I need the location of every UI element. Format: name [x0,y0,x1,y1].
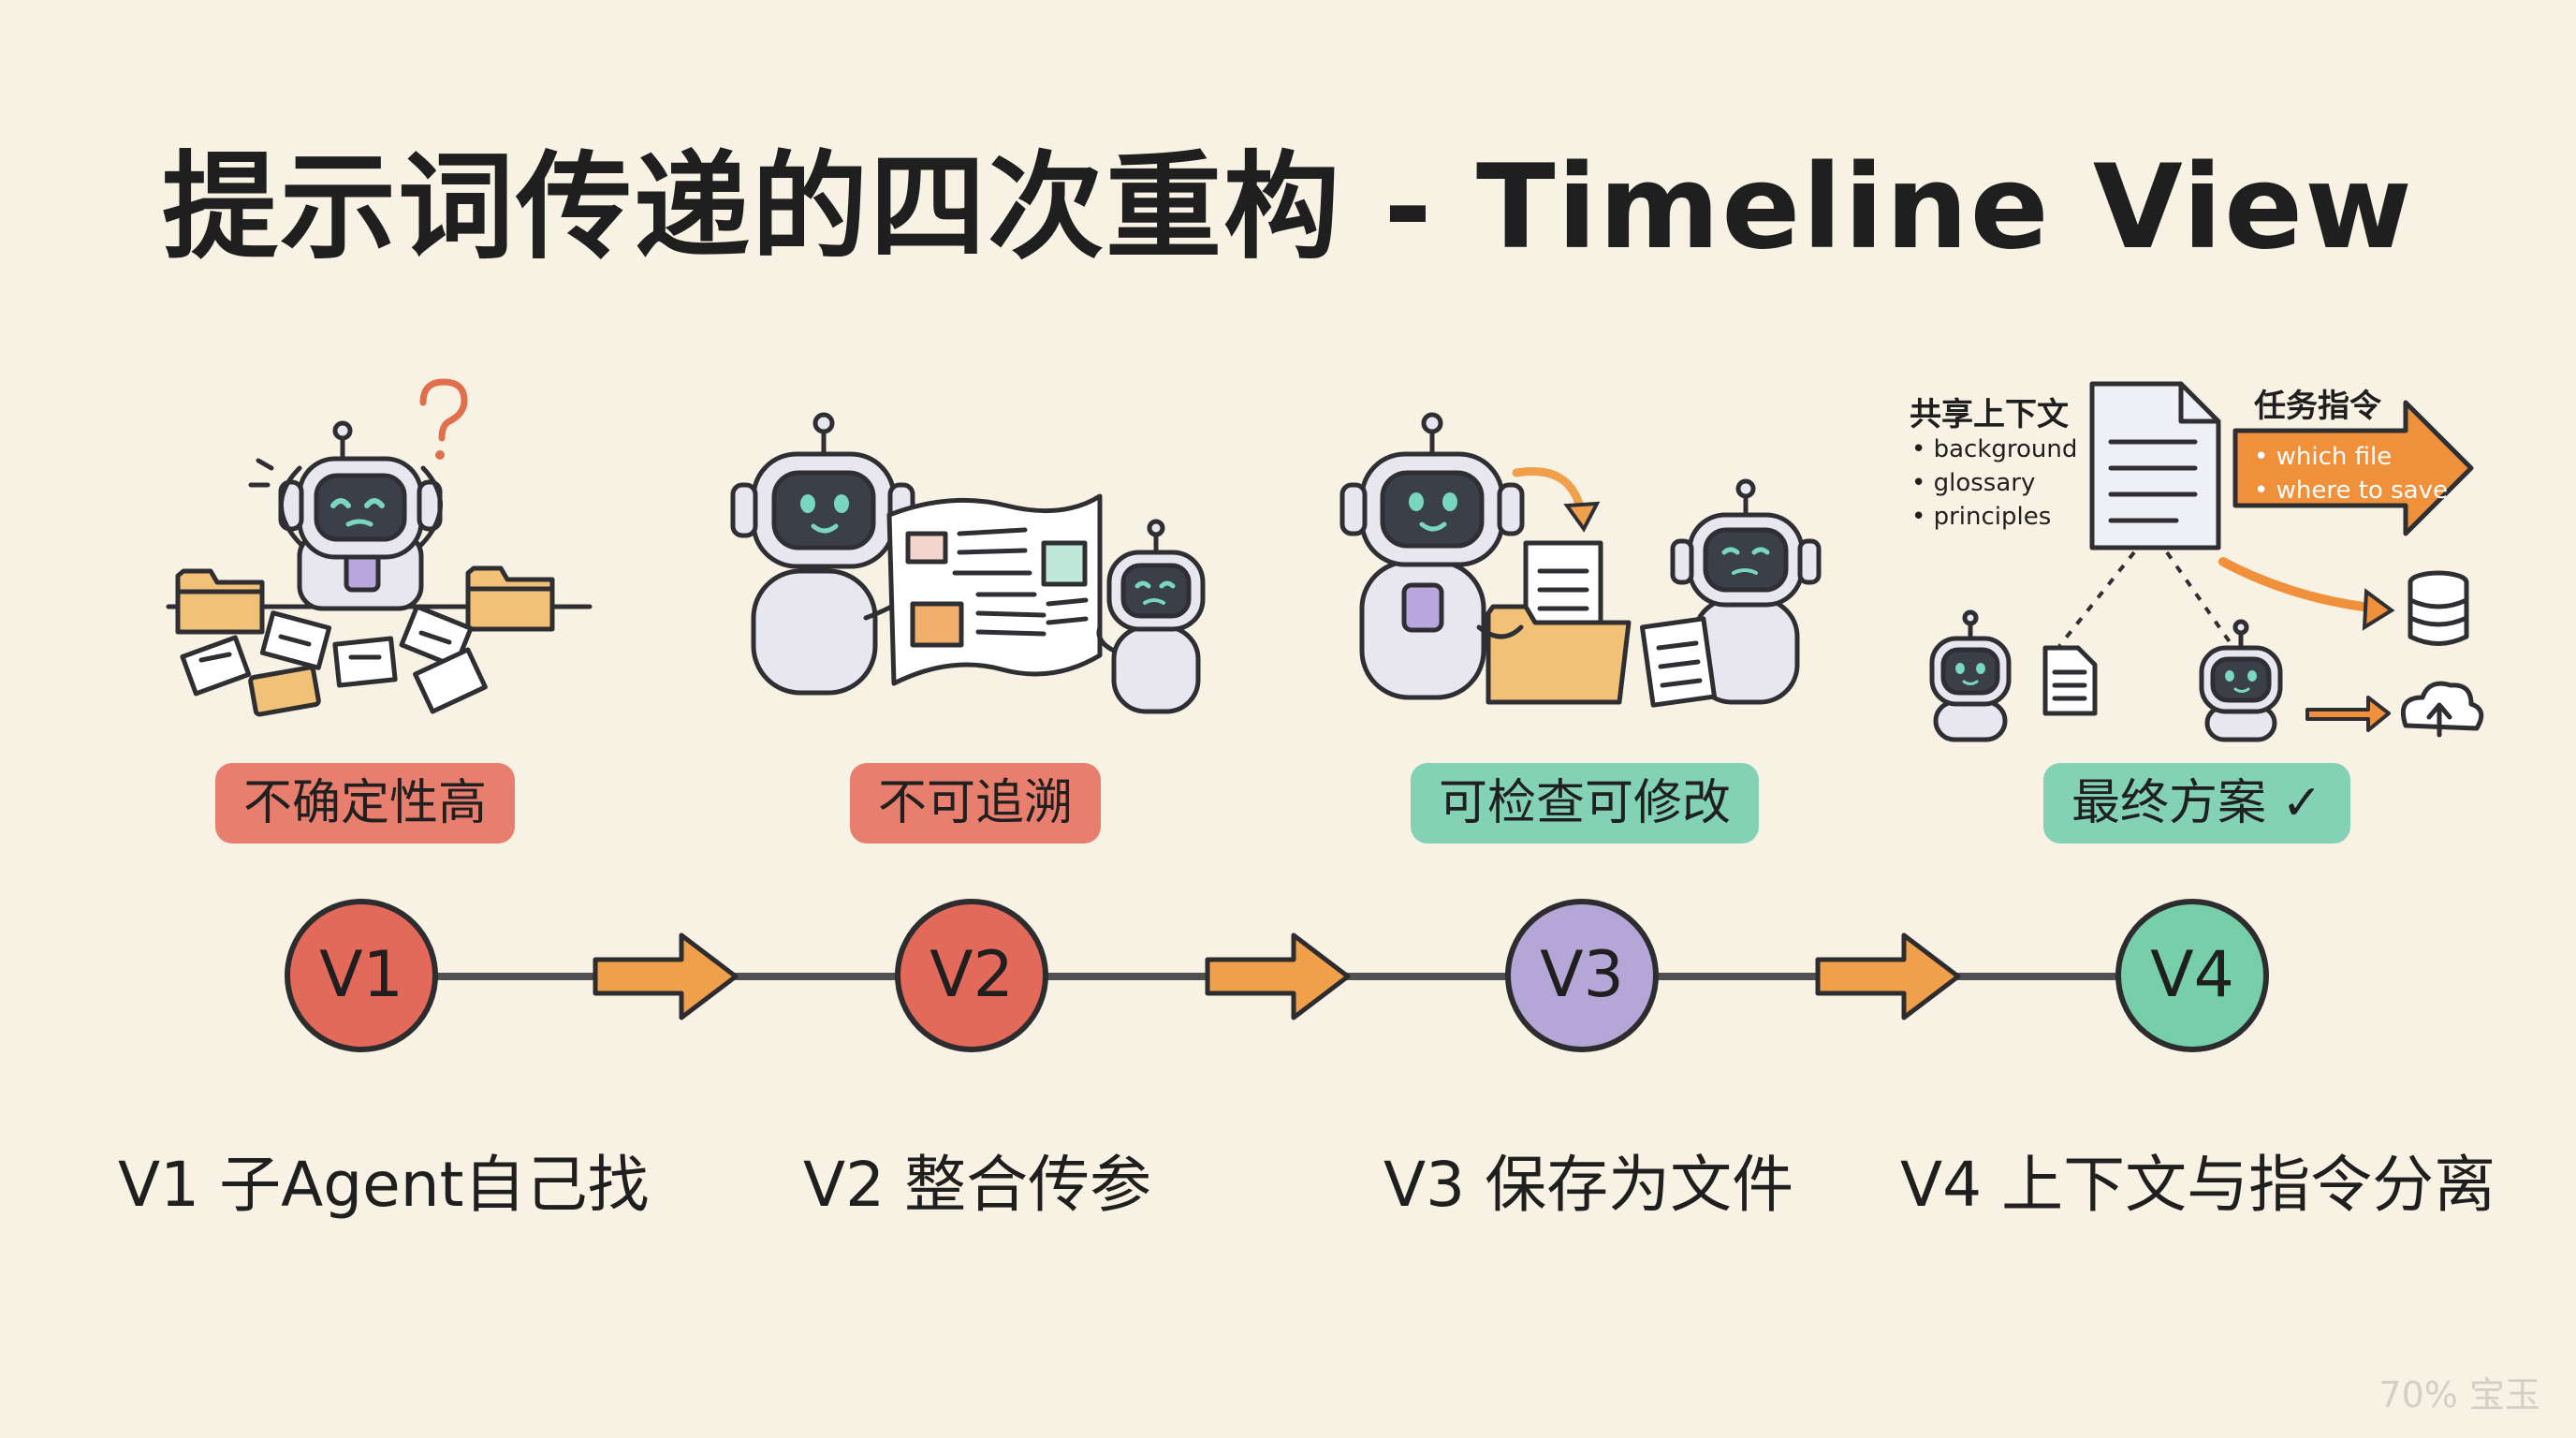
document-icon [1639,616,1718,708]
v1-label: V1 子Agent自己找 [118,1149,650,1221]
robot-icon [730,412,915,696]
v4-node: V4 [2115,899,2269,1052]
document-icon [2042,645,2098,716]
context-item: principles [1911,500,2077,534]
v2-label: V2 整合传参 [803,1149,1152,1221]
v4-tag: 最终方案 ✓ [2043,763,2351,844]
arrow-right-icon [1205,932,1351,1020]
arrow-right-icon [1815,932,1961,1020]
shared-context-list: background glossary principles [1911,433,2078,534]
v3-illustration [1339,412,1822,708]
v1-illustration [166,378,593,717]
v2-tag: 不可追溯 [850,763,1102,844]
instruction-item: which file [2254,440,2448,474]
v3-label: V3 保存为文件 [1383,1149,1794,1221]
document-icon [2089,381,2221,550]
cloud-upload-icon [2400,681,2484,738]
watermark: 70% 宝玉 [2378,1374,2540,1416]
robot-icon [1929,609,2012,742]
context-item: glossary [1911,466,2077,500]
robot-icon [1339,412,1525,700]
shared-context-heading: 共享上下文 [1910,396,2069,433]
folder-icon [1476,540,1632,705]
page-title: 提示词传递的四次重构 - Timeline View [162,140,2414,275]
v2-illustration [730,412,1206,714]
v4-label: V4 上下文与指令分离 [1900,1149,2496,1221]
instruction-item: where to save [2254,474,2448,507]
question-mark-icon [419,378,468,460]
robot-icon [1096,519,1206,714]
v3-node: V3 [1505,899,1659,1052]
v1-tag: 不确定性高 [215,763,516,844]
newspaper-icon [886,493,1103,686]
v2-node: V2 [895,899,1048,1052]
task-instruction-list: which file where to save [2254,440,2448,507]
database-icon [2408,570,2469,646]
task-instruction-heading: 任务指令 [2254,388,2381,425]
document-icon [180,604,488,717]
robot-icon [2199,619,2283,742]
folder-icon [175,568,265,635]
v3-tag: 可检查可修改 [1411,763,1760,844]
folder-icon [465,565,555,632]
arrow-right-icon [593,932,739,1020]
v1-node: V1 [285,899,438,1052]
robot-icon [1670,478,1822,705]
robot-icon [248,420,443,611]
context-item: background [1911,433,2078,466]
